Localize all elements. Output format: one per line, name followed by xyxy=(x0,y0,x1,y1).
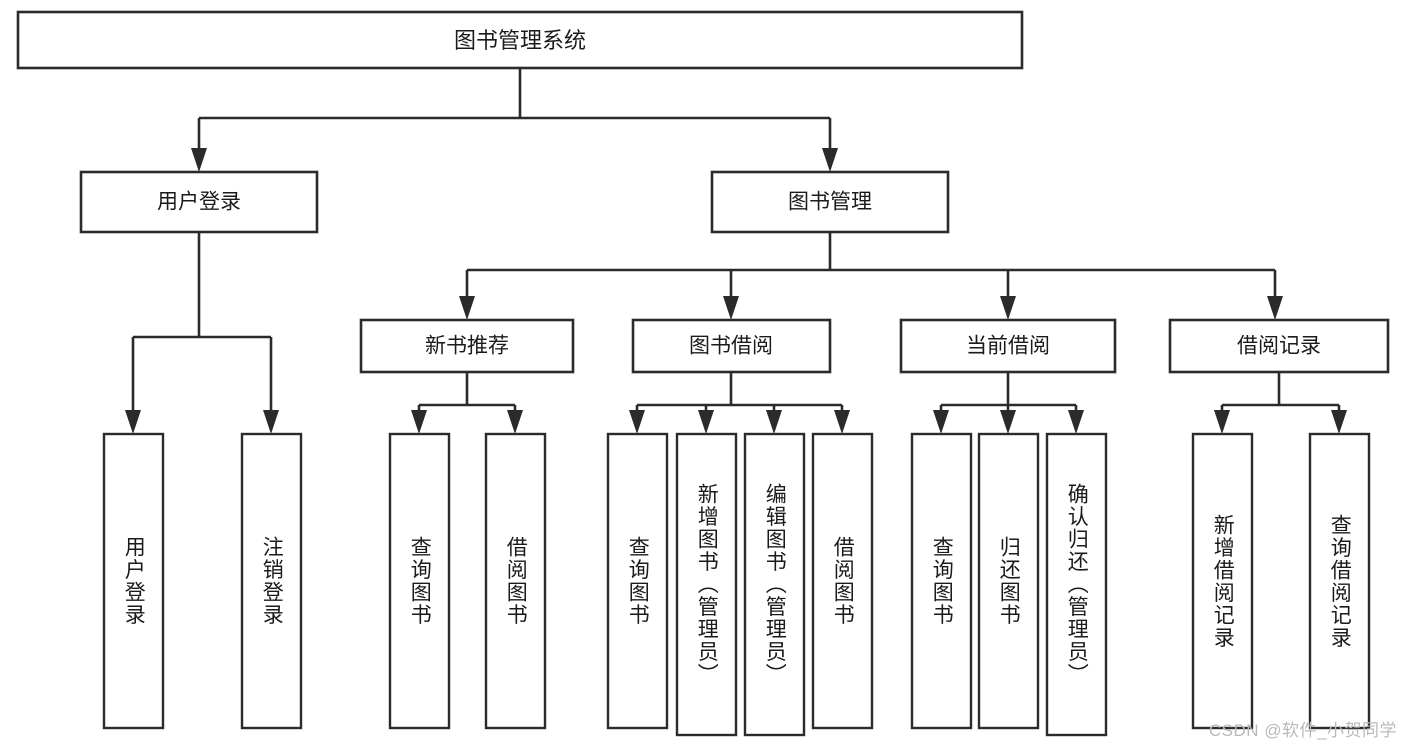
borrow-record-label: 借阅记录 xyxy=(1237,335,1321,358)
arrow-to-leaf-add-book xyxy=(698,410,714,434)
arrow-to-leaf-edit-book xyxy=(766,410,782,434)
leaf-borrow-book-2-box[interactable] xyxy=(811,432,874,730)
leaf-return-book-box[interactable] xyxy=(977,432,1040,730)
root-label: 图书管理系统 xyxy=(454,28,586,53)
arrow-to-leaf-query-record xyxy=(1331,410,1347,434)
book-borrow-label: 图书借阅 xyxy=(689,335,773,358)
arrow-to-borrow-record xyxy=(1267,296,1283,320)
leaf-add-book-box[interactable] xyxy=(675,432,738,737)
leaf-edit-book-box[interactable] xyxy=(743,432,806,737)
arrow-to-leaf-borrow-book-2 xyxy=(834,410,850,434)
arrow-to-leaf-confirm-return xyxy=(1068,410,1084,434)
connector-book-manage-to-level3 xyxy=(459,232,1283,320)
connector-new-book-recommend-to-leaves xyxy=(411,372,523,434)
arrow-to-current-borrow xyxy=(1000,296,1016,320)
node-current-borrow[interactable]: 当前借阅 xyxy=(899,318,1117,374)
new-book-recommend-label: 新书推荐 xyxy=(425,335,509,358)
user-login-box[interactable] xyxy=(79,170,319,234)
arrow-to-leaf-query-book-2 xyxy=(629,410,645,434)
leaf-query-book-1-box[interactable] xyxy=(388,432,451,730)
leaf-borrow-book-1-box[interactable] xyxy=(484,432,547,730)
leaf-user-login-box[interactable] xyxy=(102,432,165,730)
leaf-add-record-box[interactable] xyxy=(1191,432,1254,730)
node-user-login[interactable]: 用户登录 xyxy=(79,170,319,234)
user-login-label: 用户登录 xyxy=(157,191,241,214)
connector-root-to-level2 xyxy=(191,68,838,172)
leaf-query-record-box[interactable] xyxy=(1308,432,1371,730)
node-root[interactable]: 图书管理系统 xyxy=(16,10,1024,70)
new-book-recommend-box[interactable] xyxy=(359,318,575,374)
node-book-manage[interactable]: 图书管理 xyxy=(710,170,950,234)
arrow-to-leaf-return-book xyxy=(1000,410,1016,434)
arrow-to-leaf-logout-login xyxy=(263,410,279,434)
arrow-to-book-manage xyxy=(822,148,838,172)
current-borrow-label: 当前借阅 xyxy=(966,335,1050,358)
leaf-confirm-return-box[interactable] xyxy=(1045,432,1108,737)
arrow-to-leaf-query-book-1 xyxy=(411,410,427,434)
node-borrow-record[interactable]: 借阅记录 xyxy=(1168,318,1390,374)
connector-current-borrow-to-leaves xyxy=(933,372,1084,434)
arrow-to-user-login xyxy=(191,148,207,172)
arrow-to-leaf-user-login xyxy=(125,410,141,434)
csdn-watermark: CSDN @软件_小贺同学 xyxy=(1208,721,1397,740)
leaf-query-book-3-box[interactable] xyxy=(910,432,973,730)
connector-book-borrow-to-leaves xyxy=(629,372,850,434)
node-book-borrow[interactable]: 图书借阅 xyxy=(631,318,832,374)
current-borrow-box[interactable] xyxy=(899,318,1117,374)
arrow-to-leaf-query-book-3 xyxy=(933,410,949,434)
root-box[interactable] xyxy=(16,10,1024,70)
book-manage-label: 图书管理 xyxy=(788,191,872,214)
leaf-query-book-2-box[interactable] xyxy=(606,432,669,730)
connector-user-login-to-leaves xyxy=(125,232,279,434)
arrow-to-book-borrow xyxy=(723,296,739,320)
arrow-to-new-book-recommend xyxy=(459,296,475,320)
leaf-logout-login-box[interactable] xyxy=(240,432,303,730)
connector-borrow-record-to-leaves xyxy=(1214,372,1347,434)
node-new-book-recommend[interactable]: 新书推荐 xyxy=(359,318,575,374)
arrow-to-leaf-add-record xyxy=(1214,410,1230,434)
arrow-to-leaf-borrow-book-1 xyxy=(507,410,523,434)
